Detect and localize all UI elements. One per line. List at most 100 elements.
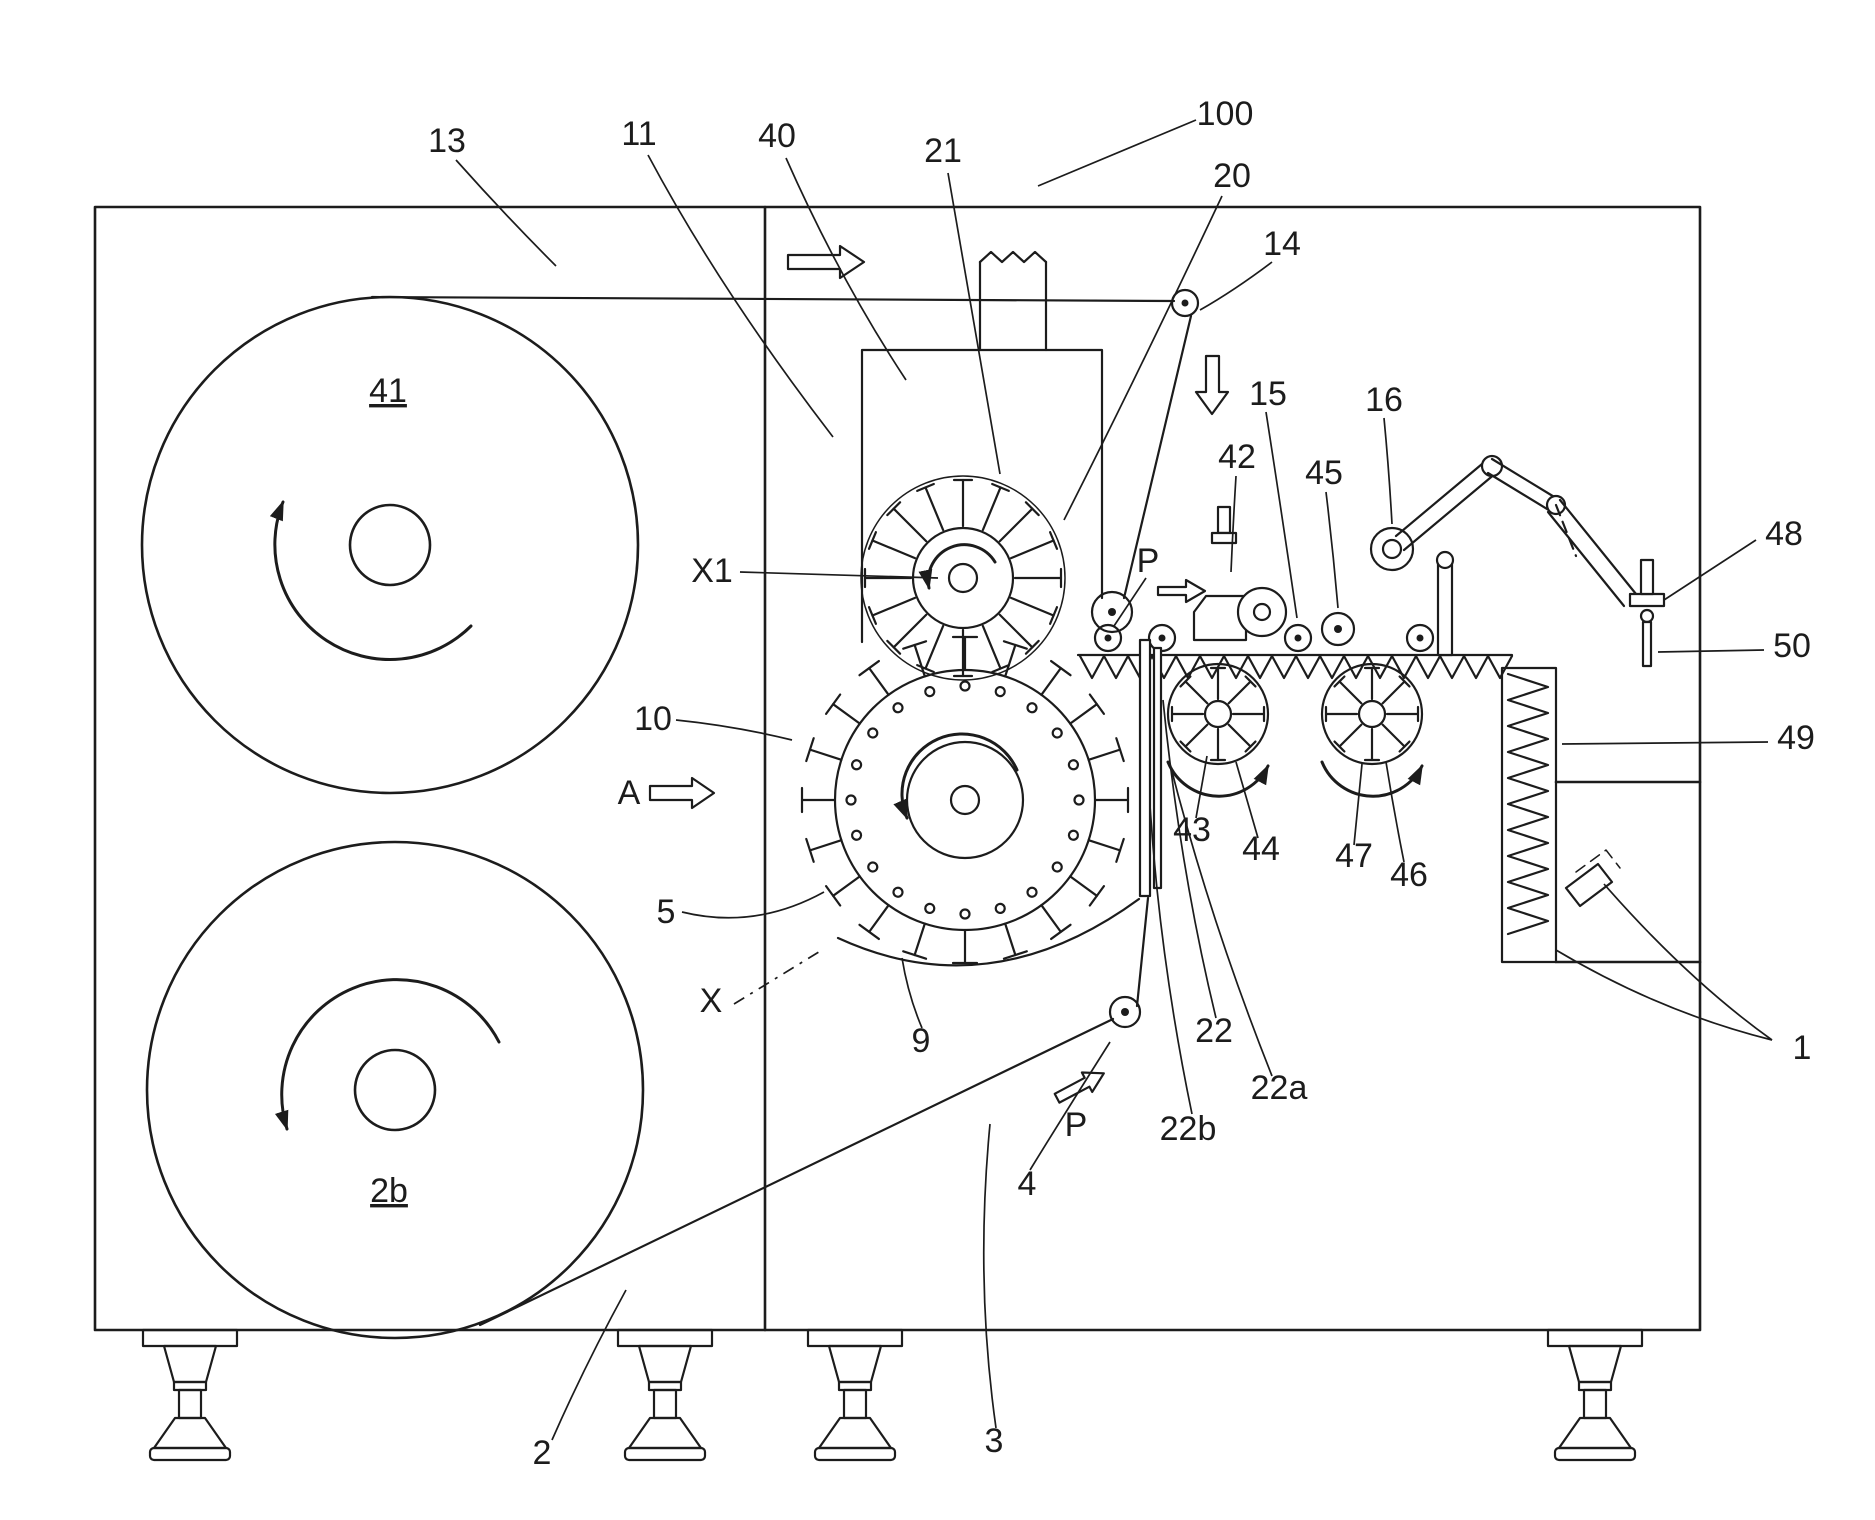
main-rotor-hub bbox=[905, 740, 1025, 860]
press-body bbox=[1192, 594, 1248, 642]
down-arrow-14 bbox=[1194, 354, 1230, 416]
leader-20 bbox=[1063, 195, 1223, 521]
leader-16 bbox=[1383, 417, 1393, 525]
strip-torn-edge bbox=[978, 250, 1048, 264]
label-11: 11 bbox=[621, 115, 656, 153]
linkage-roller-16 bbox=[1369, 526, 1415, 572]
label-20: 20 bbox=[1213, 157, 1251, 195]
label-43: 43 bbox=[1173, 811, 1211, 849]
star-wheel-spokes bbox=[1170, 666, 1266, 762]
chute-product-stack bbox=[1506, 672, 1550, 936]
product-roller-axle bbox=[1294, 634, 1302, 642]
machine-foot bbox=[616, 1328, 714, 1462]
label-5: 5 bbox=[657, 893, 676, 931]
label-X: X bbox=[700, 982, 723, 1020]
label-1: 1 bbox=[1793, 1029, 1812, 1067]
press-collar bbox=[1210, 531, 1238, 545]
label-10: 10 bbox=[634, 700, 672, 738]
plate-22a bbox=[1152, 646, 1163, 890]
label-13: 13 bbox=[428, 122, 466, 160]
pusher-pin bbox=[1639, 558, 1655, 596]
label-P-top: P bbox=[1137, 542, 1160, 580]
transfer-rotor-rim bbox=[860, 475, 1066, 681]
reel-2b-flange bbox=[145, 840, 645, 1340]
pulley-14-axle bbox=[1181, 299, 1189, 307]
label-41: 41 bbox=[369, 372, 407, 410]
direction-arrow-P-top bbox=[1156, 578, 1207, 604]
leader-lines bbox=[455, 119, 1773, 1441]
leader-45 bbox=[1325, 491, 1339, 609]
leader-47 bbox=[1353, 763, 1363, 846]
leader-X1 bbox=[739, 571, 939, 579]
product-roller-axle bbox=[1158, 634, 1166, 642]
leader-50 bbox=[1657, 649, 1765, 653]
pusher-rod-50 bbox=[1641, 620, 1653, 668]
leader-P-top bbox=[1113, 577, 1147, 627]
web-path-bottom bbox=[478, 896, 1150, 1327]
press-stem bbox=[1216, 505, 1232, 535]
linkage-bar-edge bbox=[1394, 457, 1490, 538]
label-50: 50 bbox=[1773, 627, 1811, 665]
label-22: 22 bbox=[1195, 1012, 1233, 1050]
leader-21 bbox=[947, 172, 1001, 475]
reel-2b-hub bbox=[353, 1048, 437, 1132]
machine-foot bbox=[1546, 1328, 1644, 1462]
label-100: 100 bbox=[1197, 95, 1254, 133]
pusher-unit-48 bbox=[1546, 498, 1666, 668]
machine-frame bbox=[93, 205, 1702, 1332]
transfer-rotor-axis bbox=[947, 562, 979, 594]
star-wheel-rotation-arrow bbox=[1320, 760, 1424, 798]
linkage-pivot bbox=[1435, 550, 1455, 570]
leader-4 bbox=[1029, 1041, 1111, 1171]
guide-roller-20 bbox=[1090, 590, 1134, 634]
guide-roller-45 bbox=[1320, 611, 1356, 647]
leader-42 bbox=[1230, 475, 1237, 573]
leader-100 bbox=[1037, 119, 1197, 187]
transfer-linkage-16 bbox=[1369, 454, 1578, 657]
roller-45-axle bbox=[1334, 625, 1342, 633]
sealing-plate-22 bbox=[1138, 638, 1163, 898]
pusher-arm-edge bbox=[1558, 498, 1638, 596]
leader-48 bbox=[1663, 539, 1757, 601]
label-22a: 22a bbox=[1251, 1069, 1308, 1107]
label-P-bottom: P bbox=[1065, 1106, 1088, 1144]
guide-roller-axle bbox=[1108, 608, 1116, 616]
main-rotor-rotation-arrow bbox=[893, 732, 1019, 820]
leader-1b bbox=[1603, 883, 1773, 1041]
leader-5 bbox=[681, 891, 825, 919]
main-rotor-disc bbox=[833, 668, 1097, 932]
main-rotor-pockets bbox=[800, 635, 1130, 965]
direction-arrow-P-bottom bbox=[1053, 1071, 1105, 1104]
linkage-bar-edge bbox=[1402, 471, 1498, 552]
direction-arrows bbox=[648, 354, 1230, 1104]
web-bottom-run bbox=[478, 1017, 1115, 1327]
reel-41-hub bbox=[348, 503, 432, 587]
frame-outline bbox=[93, 205, 1702, 1332]
star-wheel-rim bbox=[1166, 662, 1270, 766]
label-2: 2 bbox=[533, 1434, 552, 1472]
pusher-joint bbox=[1639, 608, 1655, 624]
label-9: 9 bbox=[912, 1022, 931, 1060]
leader-2 bbox=[551, 1289, 627, 1441]
label-45: 45 bbox=[1305, 454, 1343, 492]
former-housing-40 bbox=[786, 244, 1104, 644]
supply-reel-2b bbox=[145, 840, 645, 1340]
linkage-dashed-stroke bbox=[1554, 503, 1578, 558]
label-40: 40 bbox=[758, 117, 796, 155]
chute-outline bbox=[1500, 666, 1558, 964]
guide-pulley-4 bbox=[1108, 995, 1142, 1029]
star-wheel-rim bbox=[1320, 662, 1424, 766]
label-15: 15 bbox=[1249, 375, 1287, 413]
star-wheel-hub bbox=[1203, 699, 1233, 729]
discharge-chute-49 bbox=[1500, 666, 1621, 964]
label-21: 21 bbox=[924, 132, 962, 170]
transfer-rotor-vanes bbox=[863, 478, 1063, 678]
reel-2b-rotation-arrow bbox=[274, 978, 501, 1131]
plate-22b bbox=[1138, 638, 1152, 898]
pusher-block bbox=[1628, 592, 1666, 608]
label-46: 46 bbox=[1390, 856, 1428, 894]
main-rotor-x bbox=[800, 635, 1130, 965]
star-wheel-hub bbox=[1357, 699, 1387, 729]
